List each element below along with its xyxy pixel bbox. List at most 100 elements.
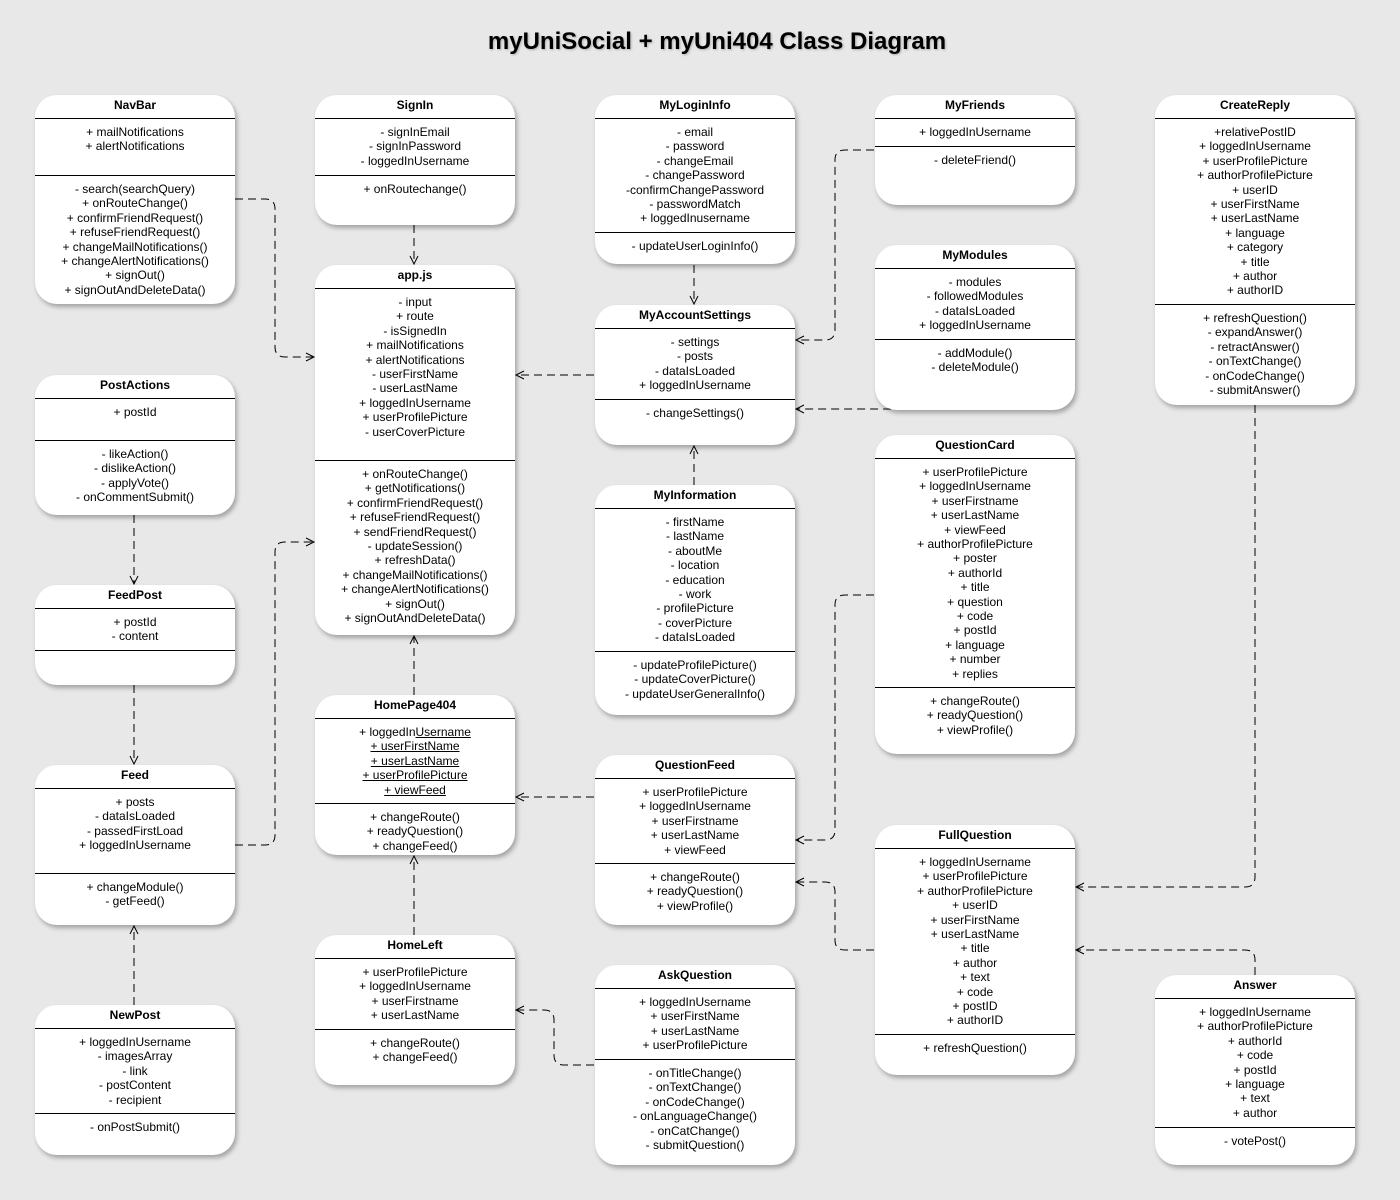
- attribute: + route: [396, 309, 434, 324]
- methods-section: - updateUserLoginInfo(): [595, 233, 795, 264]
- attribute: + userProfilePicture: [642, 1038, 748, 1053]
- attributes-section: + loggedInUsername- imagesArray- link- p…: [35, 1029, 235, 1114]
- attribute: + title: [960, 580, 990, 595]
- class-name: PostActions: [35, 375, 235, 399]
- attribute: + code: [956, 984, 994, 999]
- attribute: + alertNotifications: [85, 139, 185, 154]
- attribute: + loggedInUsername: [919, 855, 1031, 869]
- method: - submitAnswer(): [1209, 383, 1301, 398]
- attribute: + alertNotifications: [365, 352, 465, 367]
- method: + signOut(): [385, 596, 445, 611]
- method: + changeRoute(): [930, 694, 1020, 708]
- class-name: QuestionCard: [875, 435, 1075, 459]
- attribute: - recipient: [108, 1092, 162, 1107]
- attributes-section: - signInEmail- signInPassword- loggedInU…: [315, 119, 515, 176]
- attributes-section: + posts- dataIsLoaded- passedFirstLoad+ …: [35, 789, 235, 874]
- methods-section: + changeRoute()+ readyQuestion()+ viewPr…: [595, 864, 795, 925]
- attributes-section: + userProfilePicture+ loggedInUsername+ …: [595, 779, 795, 864]
- class-name: NavBar: [35, 95, 235, 119]
- attribute: + authorID: [1226, 283, 1284, 298]
- attribute: + loggedInUsername: [639, 995, 751, 1009]
- attribute: + userLastName: [930, 927, 1020, 942]
- class-name: Feed: [35, 765, 235, 789]
- class-homepage404: HomePage404+ loggedInUsername+ userFirst…: [315, 695, 515, 855]
- attributes-section: + userProfilePicture+ loggedInUsername+ …: [315, 959, 515, 1030]
- class-myfriends: MyFriends+ loggedInUsername- deleteFrien…: [875, 95, 1075, 205]
- attribute: + loggedInUsername: [1199, 139, 1311, 154]
- method: - search(searchQuery): [74, 182, 196, 196]
- attribute: + language: [1225, 225, 1285, 240]
- method: - changeSettings(): [645, 406, 745, 420]
- class-answer: Answer+ loggedInUsername+ authorProfileP…: [1155, 975, 1355, 1165]
- attributes-section: + loggedInUsername+ authorProfilePicture…: [1155, 999, 1355, 1128]
- methods-section: - changeSettings(): [595, 400, 795, 445]
- attribute: + code: [956, 609, 994, 624]
- arrowhead: [794, 877, 805, 887]
- method: + changeAlertNotifications(): [61, 254, 209, 269]
- methods-section: [35, 651, 235, 685]
- method: - deleteModule(): [931, 360, 1019, 375]
- attribute: + number: [949, 652, 1001, 667]
- attribute: - education: [665, 572, 725, 587]
- attribute: + viewFeed: [944, 522, 1006, 537]
- attribute: + author: [1232, 1105, 1278, 1120]
- method: - submitQuestion(): [645, 1138, 745, 1153]
- attribute: + loggedInUsername: [79, 1035, 191, 1049]
- attribute: + loggedInUsername: [639, 799, 751, 814]
- class-signin: SignIn- signInEmail- signInPassword- log…: [315, 95, 515, 225]
- class-name: MyModules: [875, 245, 1075, 269]
- attribute: - dataIsLoaded: [654, 363, 736, 378]
- attributes-section: - modules- followedModules- dataIsLoaded…: [875, 269, 1075, 340]
- methods-section: + changeRoute()+ readyQuestion()+ change…: [315, 804, 515, 855]
- methods-section: + onRouteChange()+ getNotifications()+ c…: [315, 461, 515, 635]
- methods-section: - onPostSubmit(): [35, 1114, 235, 1155]
- attribute: + userID: [952, 898, 998, 913]
- attribute: + userFirstName: [370, 739, 460, 754]
- attribute: + author: [952, 955, 998, 970]
- attributes-section: + userProfilePicture+ loggedInUsername+ …: [875, 459, 1075, 688]
- attribute: + viewFeed: [664, 842, 726, 857]
- attribute: + loggedInUsername: [359, 395, 471, 410]
- attributes-section: - input+ route- isSignedIn+ mailNotifica…: [315, 289, 515, 461]
- attribute: + code: [1236, 1048, 1274, 1063]
- method: + refreshQuestion(): [923, 1041, 1027, 1055]
- attribute: - settings: [670, 335, 720, 349]
- attribute: + userLastName: [650, 1023, 740, 1038]
- class-name: QuestionFeed: [595, 755, 795, 779]
- attribute: - firstName: [665, 515, 725, 529]
- attribute: + title: [960, 941, 990, 956]
- method: - onCommentSubmit(): [75, 490, 195, 505]
- attribute: + title: [1240, 254, 1270, 269]
- method: - onLanguageChange(): [632, 1109, 758, 1124]
- arrowhead: [129, 755, 139, 766]
- attribute: + postId: [113, 615, 157, 629]
- arrowhead: [409, 255, 419, 266]
- edge-navbar-appjs: [235, 198, 313, 358]
- method: + readyQuestion(): [926, 708, 1024, 723]
- class-name: MyInformation: [595, 485, 795, 509]
- class-questionfeed: QuestionFeed+ userProfilePicture+ logged…: [595, 755, 795, 925]
- attribute: + loggedInUsername: [359, 725, 471, 739]
- method: + refreshQuestion(): [1203, 311, 1307, 325]
- arrowhead: [1074, 882, 1085, 892]
- method: + readyQuestion(): [646, 884, 744, 899]
- attribute: +relativePostID: [1214, 125, 1296, 139]
- method: - votePost(): [1223, 1134, 1286, 1148]
- method: + confirmFriendRequest(): [66, 210, 204, 225]
- attribute: + userFirstname: [931, 493, 1019, 508]
- method: + changeModule(): [86, 880, 184, 894]
- attribute: - changeEmail: [656, 153, 734, 168]
- attribute: + loggedInUsername: [639, 378, 751, 393]
- attribute: - content: [111, 629, 159, 644]
- method: - onCodeChange(): [645, 1094, 745, 1109]
- method: + sendFriendRequest(): [353, 524, 477, 539]
- attribute: + text: [960, 970, 990, 985]
- edge-feed-appjs: [235, 541, 313, 846]
- attribute: + authorProfilePicture: [1197, 1019, 1313, 1034]
- attribute: - posts: [676, 349, 713, 364]
- method: + confirmFriendRequest(): [346, 495, 484, 510]
- method: - likeAction(): [101, 447, 169, 461]
- arrowhead: [129, 924, 139, 935]
- arrowhead: [305, 537, 316, 547]
- method: - onCodeChange(): [1205, 368, 1305, 383]
